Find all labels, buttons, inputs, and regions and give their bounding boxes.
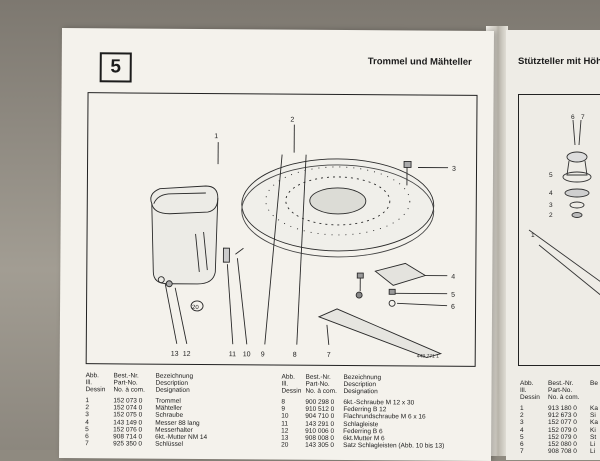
right-page: Stützteller mit Höhe 6 7 5 4 3 2 [506,30,600,460]
page-number-box: 5 [100,52,132,82]
figure-code: 443 771 1 [417,353,440,359]
right-callout: 1 [531,232,535,239]
parts-table-right: Abb. Ill. Dessin Best.-Nr. Part-No. No. … [281,374,445,450]
callout-4: 4 [451,274,455,281]
header-bez: Be [590,380,598,401]
callout-8: 8 [293,352,297,359]
header-abb: Abb. Ill. Dessin [520,380,548,401]
left-page: 5 Trommel und Mähteller [59,28,494,461]
callout-9: 9 [261,351,265,358]
right-callout: 2 [549,212,553,219]
right-callout: 4 [549,190,553,197]
callout-6: 6 [451,304,455,311]
page-title: Trommel und Mähteller [368,56,472,68]
illustration-box: 1 2 3 4 5 6 7 8 9 10 11 12 13 20 443 771… [86,92,478,367]
callout-1: 1 [214,133,218,140]
right-callout: 3 [549,202,553,209]
callout-7: 7 [327,352,331,359]
callout-2: 2 [290,117,294,124]
right-callout: 6 [571,114,575,121]
header-best-nr: Best.-Nr. Part-No. No. à com. [113,372,155,394]
header-abb: Abb. Ill. Dessin [281,374,305,395]
right-illustration: 6 7 5 4 3 2 1 [519,95,600,365]
header-bezeichnung: Bezeichnung Description Designation [343,374,381,396]
callout-12: 12 [183,351,191,358]
right-callout: 7 [581,114,585,121]
right-callout: 5 [549,172,553,179]
callout-13: 13 [171,351,179,358]
callout-5: 5 [451,292,455,299]
callout-3: 3 [452,166,456,173]
callout-10: 10 [243,351,251,358]
header-best-nr: Best.-Nr. Part-No. No. à com. [305,374,343,396]
header-bezeichnung: Bezeichnung Description Designation [155,373,275,395]
header-abb: Abb. Ill. Dessin [85,372,113,393]
header-best-nr: Best.-Nr. Part-No. No. à com. [548,380,590,401]
callout-20: 20 [192,305,199,311]
right-page-title: Stützteller mit Höhe [518,56,600,67]
right-illustration-box: 6 7 5 4 3 2 1 [518,94,600,366]
parts-table-left: Abb. Ill. Dessin Best.-Nr. Part-No. No. … [85,372,276,448]
exploded-view-illustration: 1 2 3 4 5 6 7 8 9 10 11 12 13 20 443 771… [87,93,477,366]
callout-11: 11 [229,351,236,358]
right-parts-table: Abb. Ill. Dessin Best.-Nr. Part-No. No. … [520,380,598,455]
